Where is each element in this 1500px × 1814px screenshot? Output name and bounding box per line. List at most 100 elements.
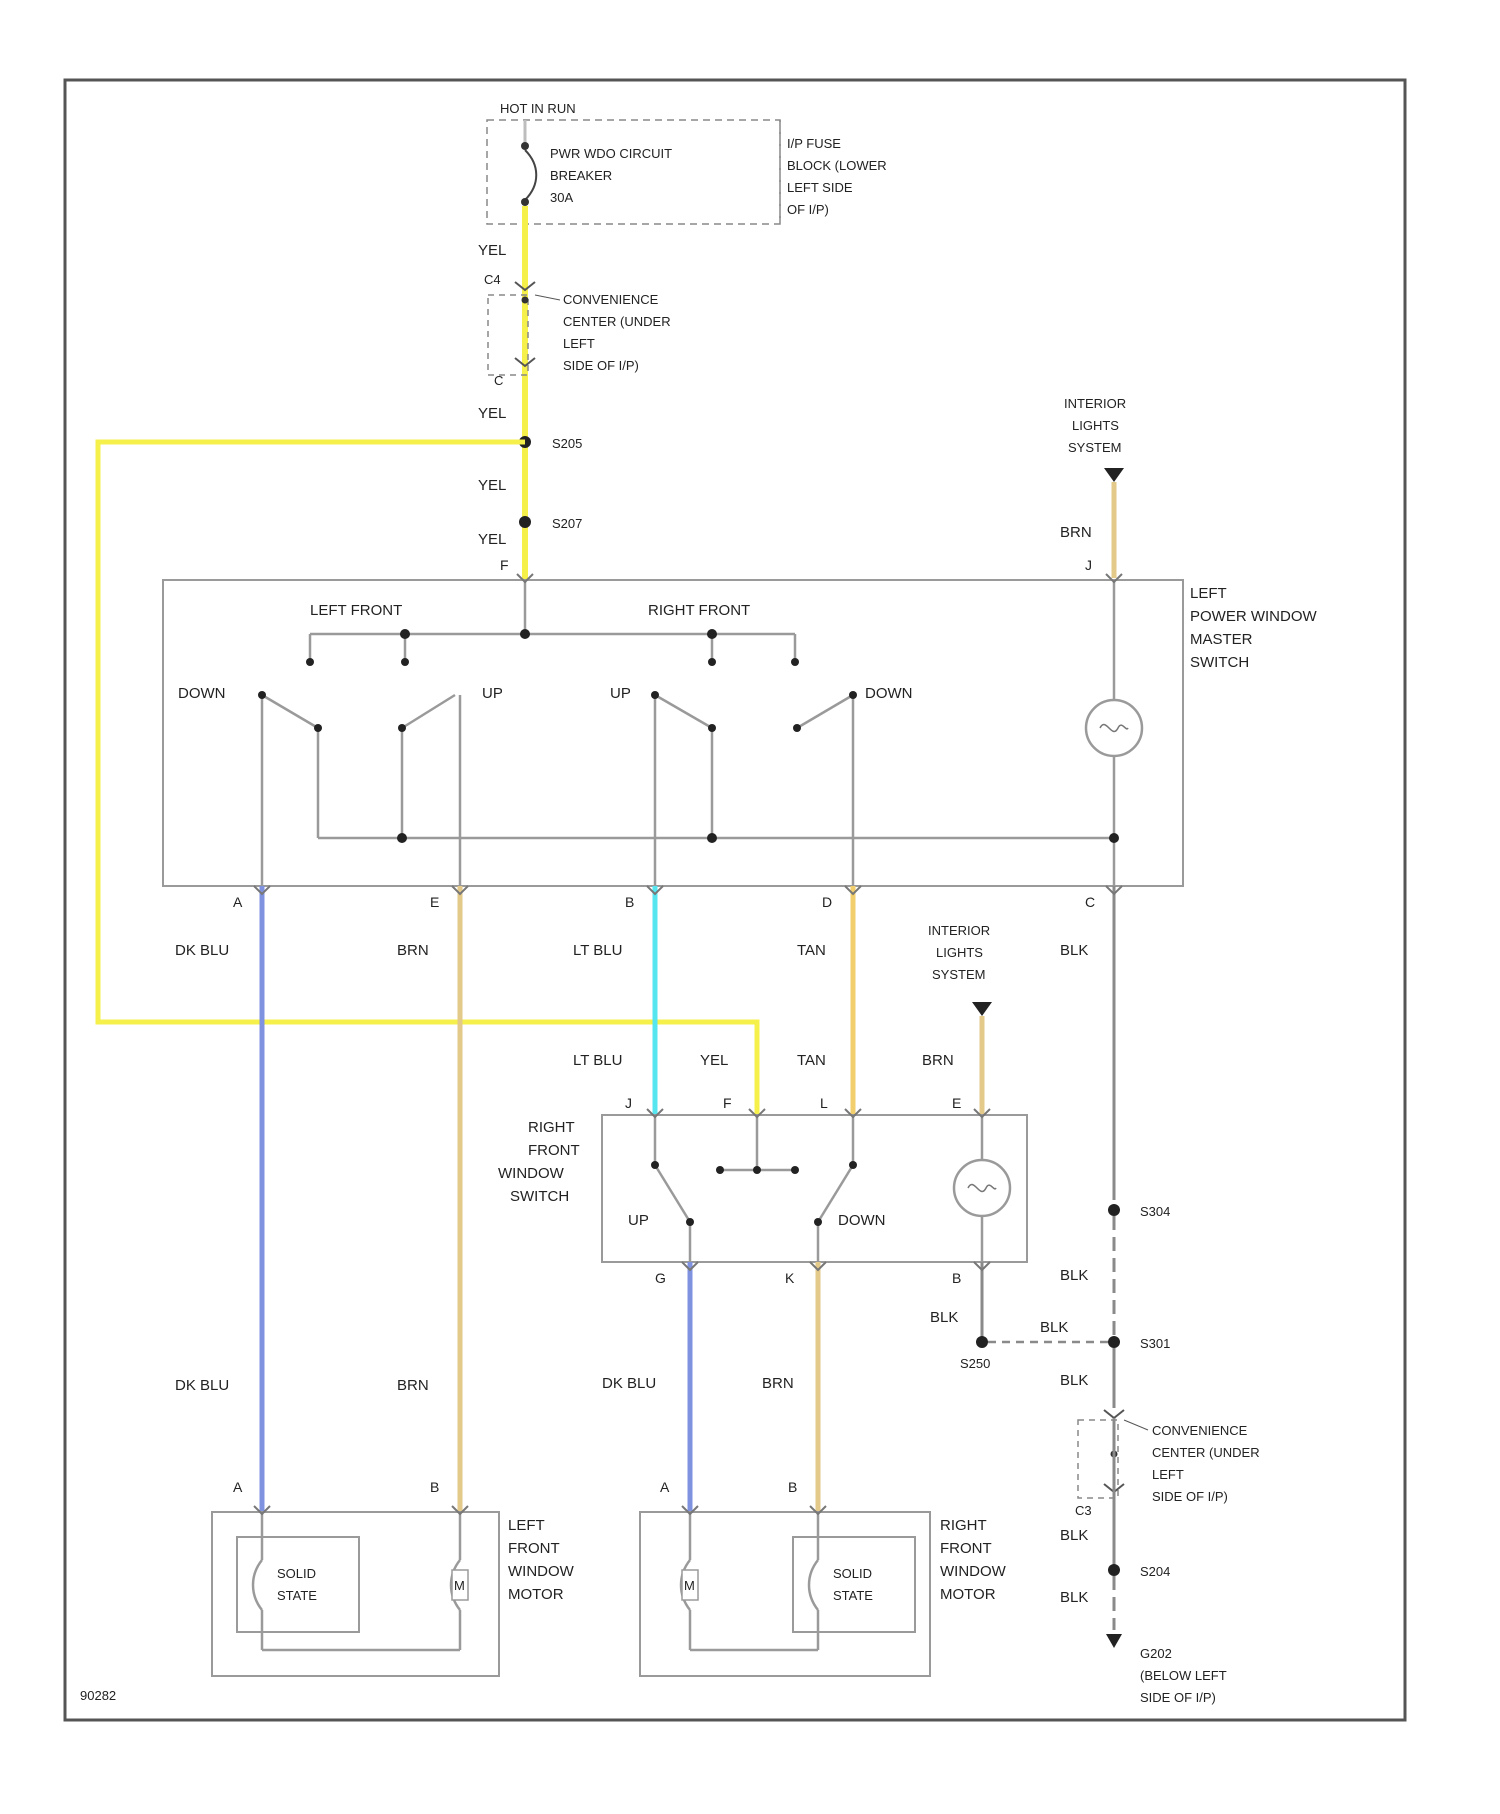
splice-s304-label: S304 xyxy=(1140,1204,1170,1219)
wire-label-brn-3: BRN xyxy=(397,1377,429,1394)
rf-motor-m: M xyxy=(684,1578,695,1593)
lf-motor-label-3: WINDOW xyxy=(508,1563,575,1580)
master-switch-box xyxy=(163,580,1183,886)
master-label-3: MASTER xyxy=(1190,631,1253,648)
lf-motor-label-4: MOTOR xyxy=(508,1586,564,1603)
rf-motor-pin-b: B xyxy=(788,1479,797,1495)
wire-label-brn-1: BRN xyxy=(397,942,429,959)
wire-label-lt-blu-2: LT BLU xyxy=(573,1052,622,1069)
ground-g202-label-1: G202 xyxy=(1140,1646,1172,1661)
wire-label-blk-5: BLK xyxy=(1060,1589,1088,1606)
fuse-block-outline xyxy=(487,120,780,224)
interior-lights-2-line3: SYSTEM xyxy=(932,967,985,982)
rf-switch-up-label: UP xyxy=(628,1212,649,1229)
rf-switch-down-label: DOWN xyxy=(838,1212,886,1229)
wire-label-lt-blu-1: LT BLU xyxy=(573,942,622,959)
rf-illumination-lamp xyxy=(954,1160,1010,1216)
rf-pin-b: B xyxy=(952,1270,961,1286)
wire-label-blk-rf: BLK xyxy=(930,1309,958,1326)
master-down-left-label: DOWN xyxy=(178,685,226,702)
figure-id: 90282 xyxy=(80,1688,116,1703)
rf-motor-label-2: FRONT xyxy=(940,1540,992,1557)
breaker-terminal-bottom xyxy=(521,198,529,206)
master-illumination-lamp xyxy=(1086,700,1142,756)
wire-label-yel-2: YEL xyxy=(478,405,506,422)
hot-in-run-label: HOT IN RUN xyxy=(500,101,576,116)
rf-pin-j: J xyxy=(625,1095,632,1111)
master-pin-a: A xyxy=(233,894,243,910)
lf-motor-pin-b: B xyxy=(430,1479,439,1495)
wire-label-brn-interior-1: BRN xyxy=(1060,524,1092,541)
connector-pin-c4: C4 xyxy=(484,272,501,287)
breaker-label-1: PWR WDO CIRCUIT xyxy=(550,146,672,161)
fuse-block-label-3: LEFT SIDE xyxy=(787,180,853,195)
conv-center-label-1: CONVENIENCE xyxy=(563,292,659,307)
interior-lights-1-arrow xyxy=(1104,468,1124,482)
wire-label-tan-1: TAN xyxy=(797,942,826,959)
ground-conv-label-2: CENTER (UNDER xyxy=(1152,1445,1260,1460)
wire-label-yel-5: YEL xyxy=(700,1052,728,1069)
splice-s250-label: S250 xyxy=(960,1356,990,1371)
wire-label-yel-3: YEL xyxy=(478,477,506,494)
ground-conv-label-1: CONVENIENCE xyxy=(1152,1423,1248,1438)
splice-s204-label: S204 xyxy=(1140,1564,1170,1579)
wire-label-brn-2: BRN xyxy=(922,1052,954,1069)
wire-label-dk-blu-3: DK BLU xyxy=(602,1375,656,1392)
rf-motor-label-4: MOTOR xyxy=(940,1586,996,1603)
rf-motor-pin-a: A xyxy=(660,1479,670,1495)
ground-conv-center-outline xyxy=(1078,1420,1118,1498)
rf-switch-label-2: FRONT xyxy=(528,1142,580,1159)
interior-lights-1-line2: LIGHTS xyxy=(1072,418,1119,433)
rf-solid-state-box xyxy=(793,1537,915,1632)
splice-s304 xyxy=(1108,1204,1120,1216)
master-down-right-label: DOWN xyxy=(865,685,913,702)
interior-lights-1-line1: INTERIOR xyxy=(1064,396,1126,411)
lf-motor-pin-a: A xyxy=(233,1479,243,1495)
breaker-label-3: 30A xyxy=(550,190,573,205)
rf-solid-state-label-2: STATE xyxy=(833,1588,873,1603)
ground-conv-label-4: SIDE OF I/P) xyxy=(1152,1489,1228,1504)
lf-motor-label-2: FRONT xyxy=(508,1540,560,1557)
interior-lights-2-arrow xyxy=(972,1002,992,1016)
breaker-terminal-top xyxy=(521,142,529,150)
rf-switch-label-4: SWITCH xyxy=(510,1188,569,1205)
splice-s205-label: S205 xyxy=(552,436,582,451)
rf-solid-state-label-1: SOLID xyxy=(833,1566,872,1581)
master-right-front-label: RIGHT FRONT xyxy=(648,602,750,619)
ground-g202-label-2: (BELOW LEFT xyxy=(1140,1668,1227,1683)
splice-s301-label: S301 xyxy=(1140,1336,1170,1351)
diagram-frame xyxy=(65,80,1405,1720)
rf-motor-label-1: RIGHT xyxy=(940,1517,987,1534)
rf-switch-label-3: WINDOW xyxy=(498,1165,565,1182)
master-label-1: LEFT xyxy=(1190,585,1227,602)
conv-center-label-2: CENTER (UNDER xyxy=(563,314,671,329)
wire-label-blk-3: BLK xyxy=(1060,1372,1088,1389)
splice-s301 xyxy=(1108,1336,1120,1348)
master-pin-e: E xyxy=(430,894,439,910)
master-pin-j: J xyxy=(1085,557,1092,573)
rf-switch-label-1: RIGHT xyxy=(528,1119,575,1136)
wire-label-yel-1: YEL xyxy=(478,242,506,259)
rf-motor-label-3: WINDOW xyxy=(940,1563,1007,1580)
breaker-label-2: BREAKER xyxy=(550,168,612,183)
rf-pin-f: F xyxy=(723,1095,732,1111)
interior-lights-2-line2: LIGHTS xyxy=(936,945,983,960)
connector-pin-c: C xyxy=(494,373,503,388)
ground-pin-c3: C3 xyxy=(1075,1503,1092,1518)
master-pin-b: B xyxy=(625,894,634,910)
wire-label-blk-jumper: BLK xyxy=(1040,1319,1068,1336)
ground-g202-symbol xyxy=(1106,1634,1122,1648)
splice-s207-label: S207 xyxy=(552,516,582,531)
interior-lights-1-line3: SYSTEM xyxy=(1068,440,1121,455)
rf-pin-e: E xyxy=(952,1095,961,1111)
rf-pin-l: L xyxy=(820,1095,828,1111)
master-up-right-label: UP xyxy=(610,685,631,702)
wire-label-brn-4: BRN xyxy=(762,1375,794,1392)
master-left-front-label: LEFT FRONT xyxy=(310,602,402,619)
splice-s204 xyxy=(1108,1564,1120,1576)
lf-solid-state-label-1: SOLID xyxy=(277,1566,316,1581)
lf-solid-state-box xyxy=(237,1537,359,1632)
wire-label-blk-4: BLK xyxy=(1060,1527,1088,1544)
interior-lights-2-line1: INTERIOR xyxy=(928,923,990,938)
